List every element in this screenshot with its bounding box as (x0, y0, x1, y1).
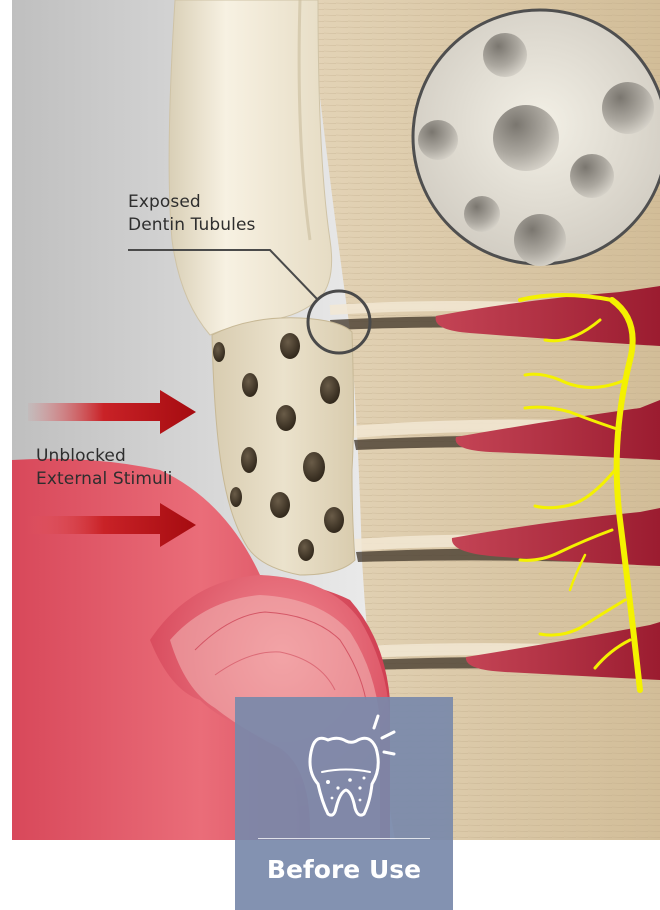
enamel (169, 0, 332, 335)
exposed-dentin-line-1: Exposed (128, 191, 255, 214)
badge-title: Before Use (235, 855, 453, 885)
tooth-sensitivity-icon (298, 712, 398, 822)
external-stimuli-label: Unblocked External Stimuli (36, 445, 173, 491)
badge-divider (258, 838, 430, 839)
exposed-dentin-line-2: Dentin Tubules (128, 214, 255, 237)
magnified-tubules-inset (413, 10, 660, 266)
exposed-dentin-label: Exposed Dentin Tubules (128, 191, 255, 237)
external-stimuli-line-1: Unblocked (36, 445, 173, 468)
external-stimuli-line-2: External Stimuli (36, 468, 173, 491)
